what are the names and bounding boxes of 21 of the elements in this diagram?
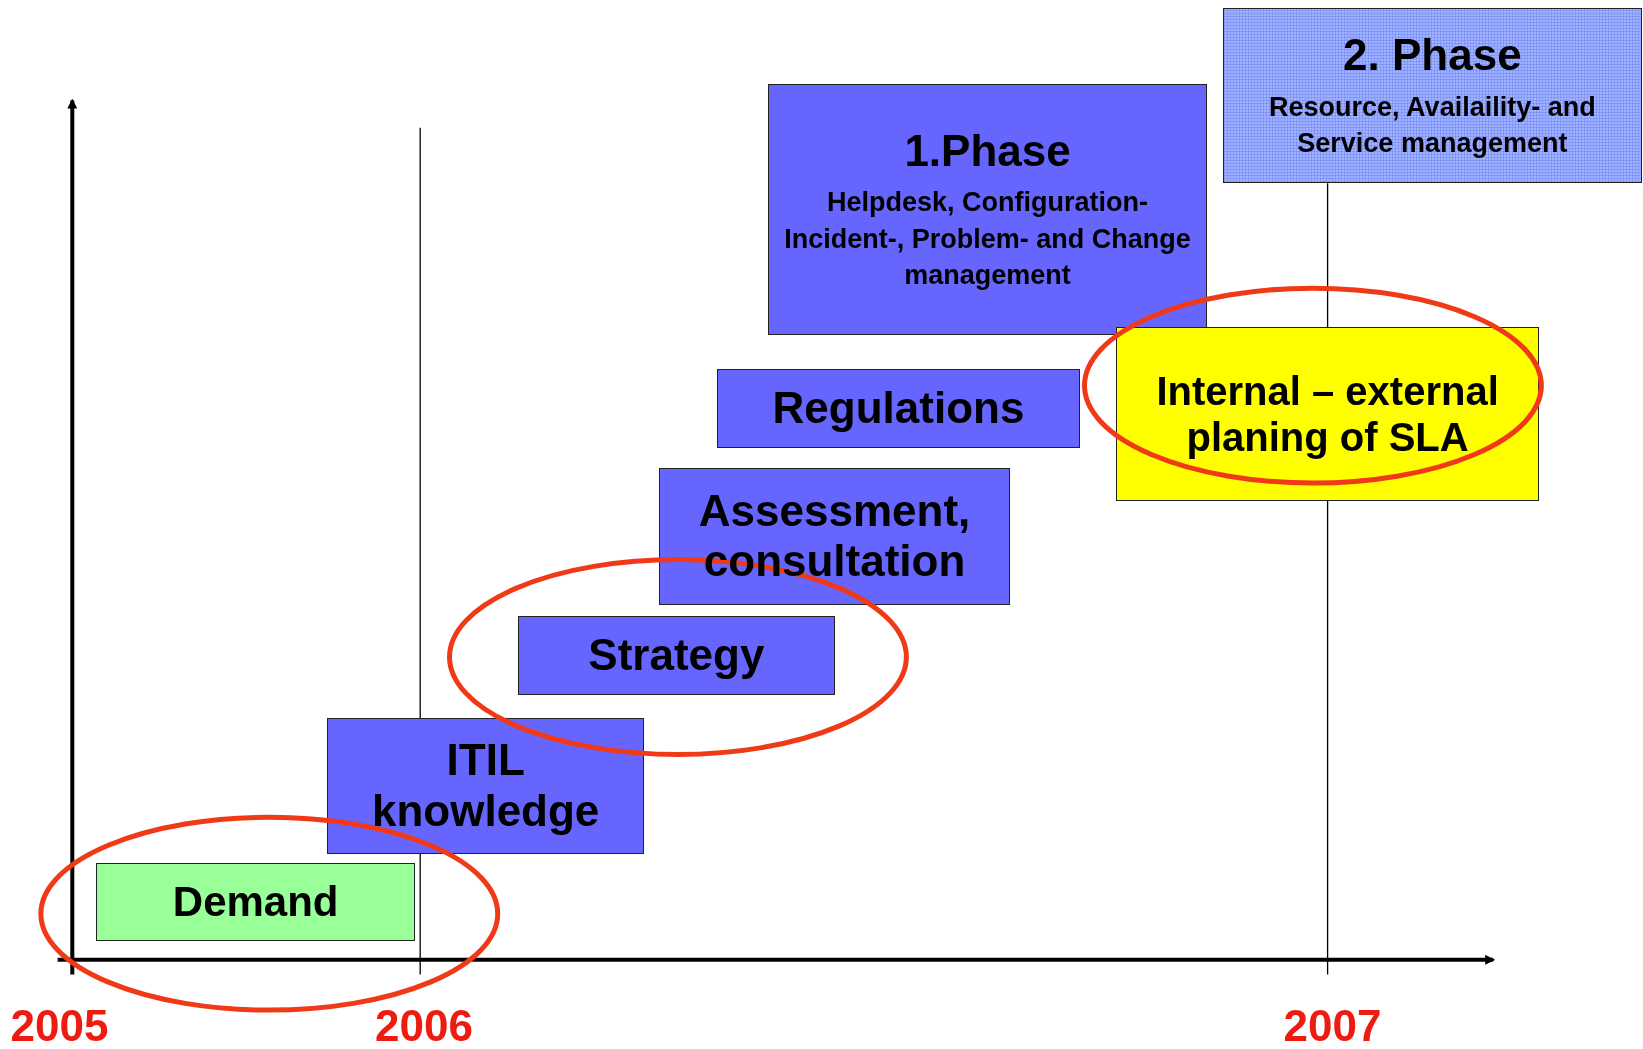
activity-box <box>716 368 1081 449</box>
box-label: Strategy <box>587 630 766 681</box>
box-label: Demand <box>171 878 340 927</box>
box-label: Assessment, consultation <box>697 485 972 588</box>
phase-description: Resource, Availaility- and Service management <box>1268 90 1597 161</box>
phase-title: 2. Phase <box>1342 30 1523 81</box>
activity-box <box>96 863 415 941</box>
year-label: 2005 <box>10 1003 109 1048</box>
activity-box <box>1115 326 1540 501</box>
year-label: 2007 <box>1283 1003 1382 1048</box>
activity-box <box>326 717 645 854</box>
phase-box <box>768 83 1208 336</box>
box-label: Regulations <box>771 383 1026 434</box>
box-label: ITIL knowledge <box>370 735 601 837</box>
phase-title: 1.Phase <box>903 125 1072 177</box>
activity-box <box>517 616 836 695</box>
box-label: Internal – external planing of SLA <box>1155 367 1500 460</box>
phase-box <box>1222 8 1642 184</box>
year-label: 2006 <box>375 1003 473 1048</box>
activity-box <box>659 468 1011 605</box>
phase-description: Helpdesk, Configuration- Incident-, Problem- and Change management <box>783 186 1192 293</box>
